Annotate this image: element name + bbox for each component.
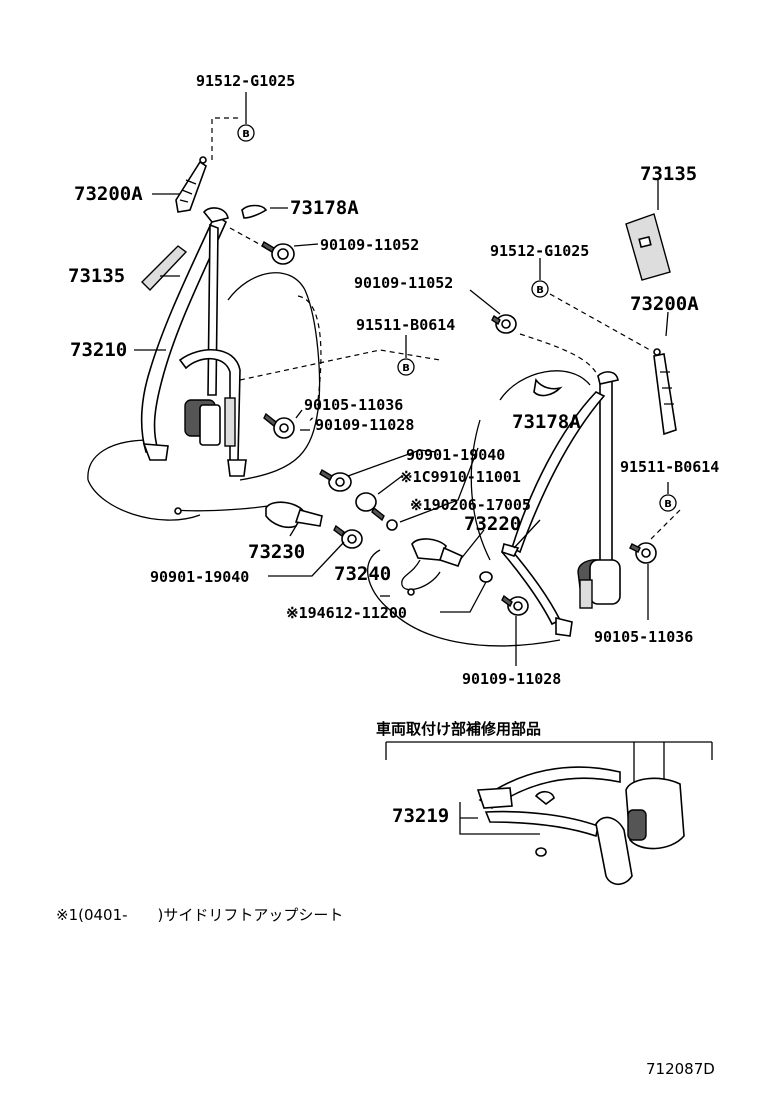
bolt-90109-11028-left [319, 469, 352, 492]
height-adjuster-left [175, 156, 207, 213]
label-73178a-right: 73178A [512, 411, 581, 433]
seat-outline [87, 272, 591, 647]
bolt-90109-11028-bottom [501, 594, 529, 616]
label-190206-17005: ※190206-17005 [410, 496, 531, 514]
marker-b-top: B [237, 124, 255, 142]
bolt-90105-11036-left [263, 412, 295, 439]
label-91512-g1025-top: 91512-G1025 [196, 72, 295, 90]
diagram-code: 712087D [646, 1060, 715, 1078]
cover-plate-left [141, 245, 188, 292]
label-73210: 73210 [70, 339, 127, 361]
label-73200a-right: 73200A [630, 293, 699, 315]
cover-left [241, 204, 268, 219]
marker-b-center: B [397, 358, 415, 376]
height-adjuster-right [653, 348, 677, 436]
marker-b-right-lower: B [659, 494, 677, 512]
label-91512-g1025-right: 91512-G1025 [490, 242, 589, 260]
label-1c9910-11001: ※1C9910-11001 [400, 468, 521, 486]
label-73178a-left: 73178A [290, 197, 359, 219]
anchor-illustration [476, 742, 685, 886]
bolt-90109-11052-right [491, 314, 517, 334]
marker-b-right-upper: B [531, 280, 549, 298]
bolt-90109-11052-left [261, 241, 295, 265]
label-90109-11028-bottom: 90109-11028 [462, 670, 561, 688]
label-90901-19040-left: 90901-19040 [150, 568, 249, 586]
label-73135-right: 73135 [640, 163, 697, 185]
left-seat-belt-assembly [140, 207, 247, 477]
section-title: 車両取付け部補修用部品 [376, 720, 541, 738]
label-90109-11052-right: 90109-11052 [354, 274, 453, 292]
part-labels: 91512-G1025 73200A 73178A 90109-11052 73… [68, 72, 719, 688]
label-91511-b0614-right: 91511-B0614 [620, 458, 719, 476]
marker-b-top-text: B [242, 129, 250, 140]
label-73135-left: 73135 [68, 265, 125, 287]
leader-lines [134, 92, 681, 835]
bolt-90901-19040-left [333, 524, 363, 549]
label-90901-19040-right: 90901-19040 [406, 446, 505, 464]
buckle-73240 [355, 492, 493, 596]
label-90105-11036-left: 90105-11036 [304, 396, 403, 414]
marker-b-right-upper-text: B [536, 285, 544, 296]
buckle-73230 [174, 501, 323, 529]
label-194612-11200: ※194612-11200 [286, 604, 407, 622]
marker-b-center-text: B [402, 363, 410, 374]
label-90109-11028-left: ´90109-11028 [306, 416, 414, 434]
right-seat-belt-assembly [500, 371, 621, 637]
label-73219: 73219 [392, 805, 449, 827]
label-73240: 73240 [334, 563, 391, 585]
label-73200a-left: 73200A [74, 183, 143, 205]
bolt-90105-11036-right [629, 542, 657, 564]
label-73230: 73230 [248, 541, 305, 563]
label-91511-b0614-mid: 91511-B0614 [356, 316, 455, 334]
label-73220: 73220 [464, 513, 521, 535]
marker-b-right-lower-text: B [664, 499, 672, 510]
cover-plate-right [625, 213, 671, 281]
label-90109-11052-left: 90109-11052 [320, 236, 419, 254]
label-90105-11036-right: 90105-11036 [594, 628, 693, 646]
footnote: ※1(0401- )サイドリフトアップシート [56, 906, 343, 924]
repair-parts-section: 車両取付け部補修用部品 73219 [376, 720, 713, 886]
